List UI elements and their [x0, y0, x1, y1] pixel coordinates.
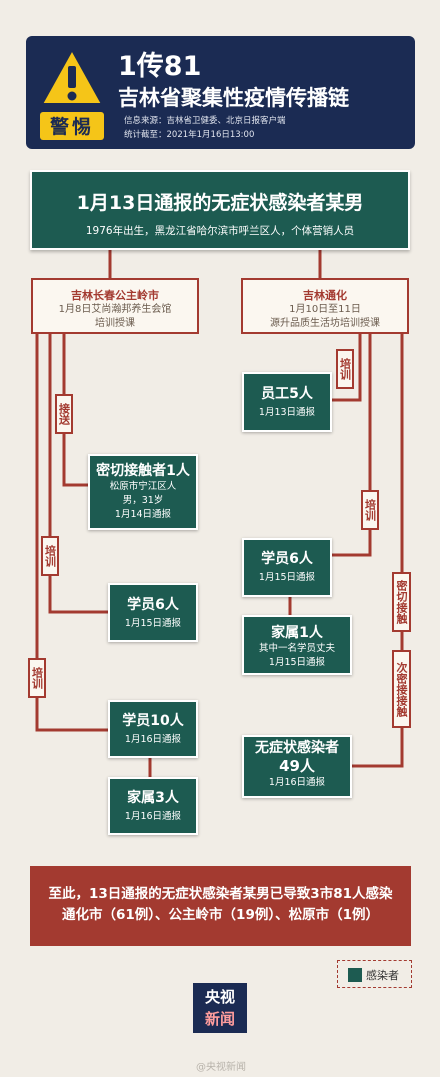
summary-box: 至此，13日通报的无症状感染者某男已导致3市81人感染 通化市（61例）、公主岭…: [30, 866, 411, 946]
card-line1: 松原市宁江区人: [109, 481, 177, 492]
page-subtitle: 吉林省聚集性疫情传播链: [118, 86, 349, 110]
connector-close-contact: [324, 333, 404, 768]
location-gongzhuling: 吉林长春公主岭市 1月8日艾尚瀚邦养生会馆 培训授课: [31, 278, 199, 334]
card-line2: 男，31岁: [122, 495, 164, 506]
connector-peixun-left2: [35, 333, 110, 732]
logo-line1: 央视: [204, 988, 235, 1006]
card-title: 家属1人: [271, 625, 323, 641]
edge-label-secondary-contact: 次密接接触: [392, 650, 411, 728]
warning-badge-label: 警惕: [49, 116, 94, 138]
warning-icon: [40, 47, 104, 140]
card-title: 密切接触者1人: [96, 463, 190, 479]
card-left-student6: 学员6人 1月15日通报: [108, 583, 198, 642]
location-line1: 1月8日艾尚瀚邦养生会馆: [58, 304, 172, 315]
main-case-title: 1月13日通报的无症状感染者某男: [76, 192, 364, 214]
watermark: @央视新闻: [196, 1062, 246, 1073]
legend: 感染者: [337, 960, 412, 988]
main-case-box: 1月13日通报的无症状感染者某男 1976年出生，黑龙江省哈尔滨市呼兰区人，个体…: [30, 170, 410, 250]
card-title: 无症状感染者: [255, 740, 339, 756]
page-title: 1传81: [118, 51, 202, 82]
summary-line1: 至此，13日通报的无症状感染者某男已导致3市81人感染: [48, 886, 393, 902]
card-line1: 1月16日通报: [124, 734, 182, 745]
card-title: 家属3人: [127, 790, 179, 806]
location-tonghua: 吉林通化 1月10日至11日 源升品质生活坊培训授课: [241, 278, 409, 334]
card-line1: 1月13日通报: [258, 407, 316, 418]
stats-time: 统计截至：2021年1月16日13:00: [124, 130, 255, 140]
location-title: 吉林通化: [303, 289, 347, 302]
legend-label: 感染者: [366, 969, 399, 982]
card-line1: 1月16日通报: [124, 811, 182, 822]
legend-swatch: [348, 968, 362, 982]
card-line2: 1月15日通报: [268, 657, 326, 668]
card-left-family3: 家属3人 1月16日通报: [108, 777, 198, 835]
edge-label-peixun: 培训: [336, 349, 354, 389]
connector-peixun-left1: [48, 333, 110, 614]
card-right-asymptomatic49: 无症状感染者 49人 1月16日通报: [242, 735, 352, 798]
edge-label-peixun: 培训: [361, 490, 379, 530]
card-right-student6: 学员6人 1月15日通报: [242, 538, 332, 597]
location-line2: 培训授课: [95, 318, 135, 329]
card-left-student10: 学员10人 1月16日通报: [108, 700, 198, 758]
card-title: 员工5人: [261, 386, 313, 402]
edge-label-peixun: 培训: [41, 536, 59, 576]
connector-jiesong: [62, 333, 88, 487]
card-right-staff5: 员工5人 1月13日通报: [242, 372, 332, 432]
card-line1: 1月16日通报: [268, 777, 326, 788]
location-line2: 源升品质生活坊培训授课: [270, 318, 380, 329]
edge-label-jiesong: 接送: [55, 394, 73, 434]
location-line1: 1月10日至11日: [289, 304, 361, 315]
card-count: 49人: [279, 757, 315, 775]
edge-label-close-contact: 密切接触: [392, 572, 411, 632]
logo-line2: 新闻: [204, 1010, 235, 1028]
card-close-contact: 密切接触者1人 松原市宁江区人 男，31岁 1月14日通报: [88, 454, 198, 530]
card-line3: 1月14日通报: [114, 509, 172, 520]
cctv-news-logo: 央视 新闻: [193, 983, 247, 1033]
info-source: 信息来源：吉林省卫健委、北京日报客户端: [124, 116, 286, 126]
card-title: 学员6人: [261, 551, 313, 567]
edge-label-peixun: 培训: [28, 658, 46, 698]
card-line1: 1月15日通报: [258, 572, 316, 583]
card-line1: 其中一名学员丈夫: [258, 643, 335, 654]
summary-line2: 通化市（61例）、公主岭市（19例）、松原市（1例）: [62, 907, 379, 923]
card-right-family1: 家属1人 其中一名学员丈夫 1月15日通报: [242, 615, 352, 675]
card-title: 学员10人: [122, 713, 184, 729]
location-title: 吉林长春公主岭市: [71, 289, 159, 302]
card-line1: 1月15日通报: [124, 618, 182, 629]
main-case-desc: 1976年出生，黑龙江省哈尔滨市呼兰区人，个体营销人员: [85, 225, 355, 237]
card-title: 学员6人: [127, 597, 179, 613]
